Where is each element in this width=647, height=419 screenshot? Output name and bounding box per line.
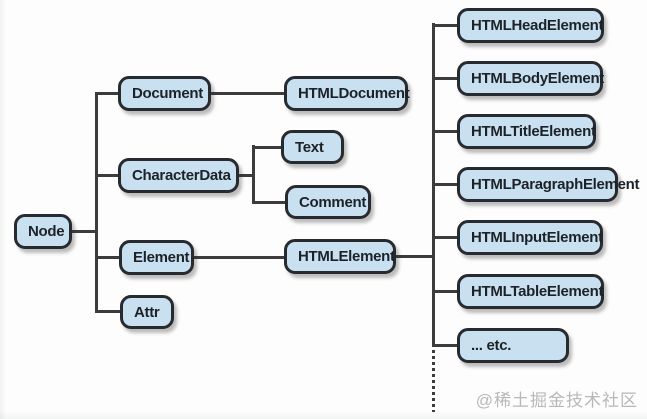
- node-label: Document: [132, 85, 203, 102]
- watermark-text: @稀土掘金技术社区: [475, 391, 638, 410]
- edge-to-attr: [95, 310, 122, 313]
- node-label: Node: [28, 223, 65, 240]
- edge-to-characterdata: [95, 174, 120, 177]
- node-label: Comment: [299, 193, 367, 211]
- edge-to-text: [252, 146, 283, 149]
- node-label: Text: [295, 138, 324, 156]
- node-box-document: Document: [118, 76, 211, 111]
- edge-to-htmlinputelement: [432, 236, 458, 239]
- node-box-htmldocument: HTMLDocument: [284, 76, 410, 111]
- node-label: CharacterData: [132, 167, 231, 184]
- node-box-element: Element: [119, 240, 194, 275]
- edge-to-htmltableelement: [432, 290, 458, 293]
- node-label: HTMLInputElement: [471, 229, 603, 246]
- node-box-htmlheadelement: HTMLHeadElement: [457, 8, 604, 43]
- node-label: ... etc.: [471, 337, 512, 354]
- node-box-htmltableelement: HTMLTableElement: [457, 274, 604, 309]
- node-box-etc: ... etc.: [457, 328, 569, 363]
- edge-characterdata-to-spine: [237, 174, 255, 177]
- edge-element-to-htmlelement: [192, 256, 286, 259]
- edge-to-htmlbodyelement: [432, 77, 458, 80]
- edge-htmlelement-to-spine: [394, 255, 434, 258]
- edge-to-etc: [432, 344, 458, 347]
- node-box-htmlinputelement: HTMLInputElement: [457, 220, 603, 255]
- node-box-node: Node: [14, 214, 72, 249]
- edge-document-to-htmldocument: [209, 92, 285, 95]
- node-label: Element: [133, 249, 190, 266]
- node-box-htmlbodyelement: HTMLBodyElement: [457, 61, 605, 96]
- node-label: HTMLHeadElement: [471, 17, 604, 34]
- node-label: Attr: [134, 303, 160, 321]
- edge-node-to-spine: [70, 230, 97, 233]
- right-spine-dotted-continuation: [432, 350, 435, 412]
- node-label: HTMLTitleElement: [471, 123, 596, 140]
- node-box-htmlelement: HTMLElement: [284, 239, 396, 274]
- edge-to-htmltitleelement: [432, 130, 458, 133]
- node-box-attr: Attr: [120, 295, 174, 329]
- node-box-text: Text: [281, 130, 344, 164]
- middle-spine-line: [252, 145, 255, 204]
- left-spine-line: [95, 92, 98, 313]
- node-label: HTMLElement: [298, 248, 395, 265]
- edge-to-element: [95, 256, 121, 259]
- edge-to-htmlheadelement: [432, 24, 458, 27]
- edge-to-htmlparagraphelement: [432, 183, 458, 186]
- edge-to-comment: [252, 201, 287, 204]
- node-box-comment: Comment: [285, 185, 371, 219]
- node-label: HTMLTableElement: [471, 283, 604, 300]
- edge-to-document: [95, 92, 120, 95]
- node-box-htmlparagraphelement: HTMLParagraphElement: [457, 167, 640, 202]
- node-box-characterdata: CharacterData: [118, 158, 239, 193]
- node-label: HTMLDocument: [298, 85, 410, 102]
- node-label: HTMLParagraphElement: [471, 176, 640, 193]
- node-label: HTMLBodyElement: [471, 70, 605, 87]
- node-box-htmltitleelement: HTMLTitleElement: [457, 114, 596, 149]
